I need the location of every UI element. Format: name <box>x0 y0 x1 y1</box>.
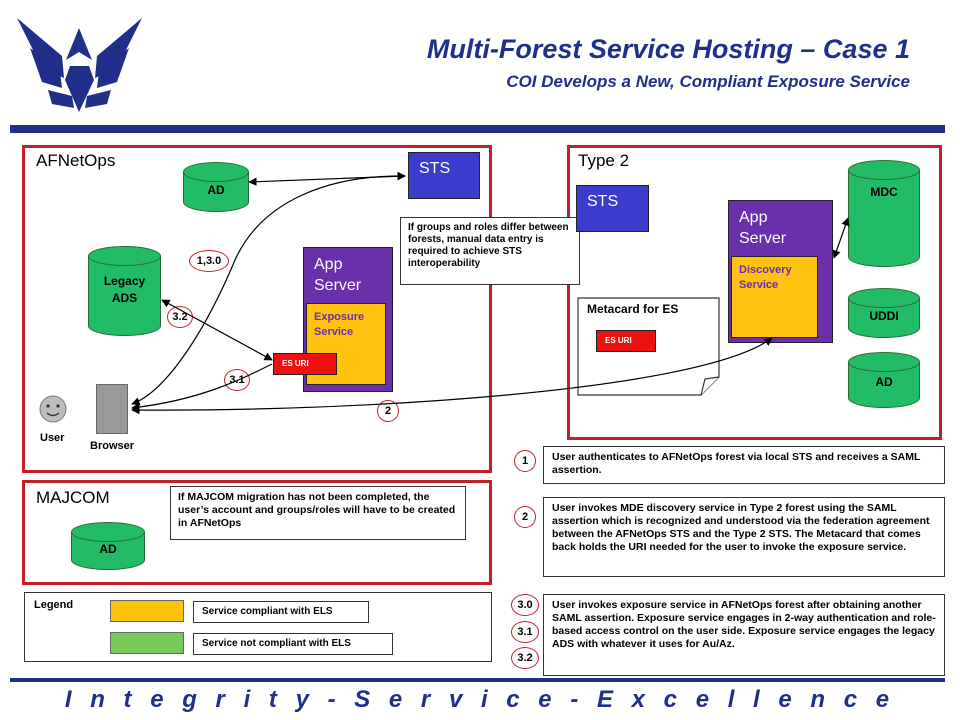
step-3-2-badge: 3.2 <box>511 647 539 669</box>
mdc-store: MDC <box>848 160 920 267</box>
user-icon <box>39 395 67 423</box>
type2-sts: STS <box>576 185 649 232</box>
uddi-store: UDDI <box>848 288 920 338</box>
page-title: Multi-Forest Service Hosting – Case 1 <box>426 34 910 64</box>
majcom-note: If MAJCOM migration has not been complet… <box>170 486 466 540</box>
afnetops-sts-label: STS <box>419 160 451 177</box>
afnetops-label: AFNetOps <box>36 151 116 170</box>
step-2-badge: 2 <box>514 506 536 528</box>
footer-divider <box>10 678 945 682</box>
type2-app-server-label-2: Server <box>739 230 787 247</box>
legend-noncompliant-label: Service not compliant with ELS <box>193 633 393 655</box>
type2-region <box>567 145 942 440</box>
uddi-label: UDDI <box>869 309 899 323</box>
legend <box>24 592 492 662</box>
browser-sts-connector <box>131 171 406 406</box>
browser-label: Browser <box>90 440 135 452</box>
discovery-service-label-2: Service <box>739 279 779 291</box>
type2-ad-store: AD <box>848 352 920 408</box>
legacy-ads-connector <box>161 299 273 361</box>
browser-es-uri-connector <box>131 363 273 412</box>
legacy-ads-label-2: ADS <box>111 291 138 305</box>
type2-app-server-label-1: App <box>739 209 768 226</box>
footer-motto: I n t e g r i t y - S e r v i c e - E x … <box>64 686 896 713</box>
afnetops-region <box>22 145 492 473</box>
step-3-0-badge: 3.0 <box>511 594 539 616</box>
step-2-text: User invokes MDE discovery service in Ty… <box>543 497 945 577</box>
browser-discovery-connector <box>131 337 773 415</box>
step-1-badge: 1 <box>514 450 536 472</box>
metacard-title: Metacard for ES <box>587 302 679 316</box>
user-label: User <box>40 432 65 444</box>
majcom-region <box>22 480 492 585</box>
type2-sts-label: STS <box>587 193 619 210</box>
majcom-label: MAJCOM <box>36 488 110 507</box>
majcom-ad-label: AD <box>99 542 117 556</box>
legend-compliant-label: Service compliant with ELS <box>193 601 369 623</box>
air-force-wings-logo <box>17 18 142 112</box>
legend-compliant-swatch <box>110 600 184 622</box>
sts-interop-note: If groups and roles differ between fores… <box>400 217 580 285</box>
page-subtitle: COI Develops a New, Compliant Exposure S… <box>506 72 910 91</box>
step-3-1-badge: 3.1 <box>511 621 539 643</box>
afnetops-sts: STS <box>408 152 480 199</box>
mdc-label: MDC <box>870 185 898 199</box>
legend-title: Legend <box>34 599 74 611</box>
discovery-service: Discovery Service <box>731 256 818 338</box>
discovery-service-label-1: Discovery <box>739 264 792 276</box>
header-divider <box>10 125 945 133</box>
browser-icon <box>96 384 128 434</box>
step-3-text: User invokes exposure service in AFNetOp… <box>543 594 945 676</box>
type2-ad-label: AD <box>875 375 893 389</box>
type2-label: Type 2 <box>578 151 630 170</box>
majcom-ad-store: AD <box>71 522 145 570</box>
step-1-text: User authenticates to AFNetOps forest vi… <box>543 446 945 484</box>
legend-noncompliant-swatch <box>110 632 184 654</box>
appserver-mdc-connector <box>832 217 850 259</box>
